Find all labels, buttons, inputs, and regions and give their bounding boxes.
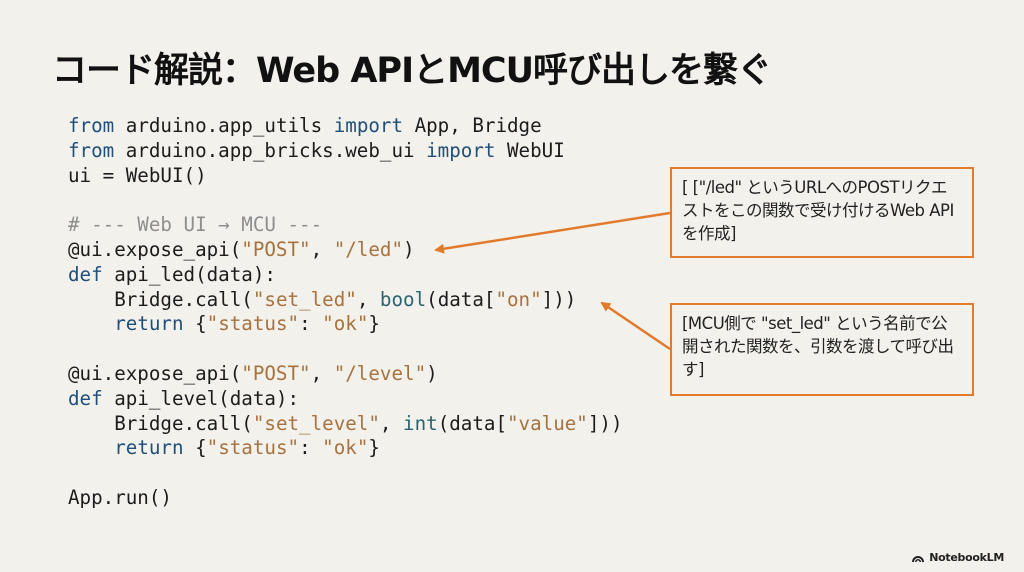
- code-keyword: def: [68, 262, 103, 286]
- code-string: "/level": [333, 361, 427, 385]
- code-text: ,: [310, 237, 334, 261]
- code-string: "POST": [241, 237, 311, 261]
- code-string: "set_level": [252, 411, 380, 435]
- code-text: ,: [379, 411, 404, 435]
- code-text: (data[: [437, 411, 507, 435]
- code-text: {: [183, 436, 207, 460]
- brand-label: NotebookLM: [929, 551, 1004, 564]
- code-line: Bridge.call("set_led", bool(data["on"])): [68, 288, 623, 313]
- code-text: arduino.app_utils: [114, 114, 334, 137]
- code-text: Bridge.call(: [68, 411, 253, 435]
- code-text: WebUI: [495, 138, 565, 162]
- code-string: "value": [507, 411, 588, 435]
- code-string: "set_led": [252, 287, 357, 311]
- code-text: api_level(data):: [102, 386, 300, 410]
- code-line: [68, 337, 623, 362]
- code-keyword: def: [68, 386, 103, 410]
- code-line: App.run(): [68, 486, 623, 511]
- code-string: "POST": [241, 361, 311, 385]
- code-text: ui = WebUI(): [68, 163, 207, 187]
- code-builtin: int: [403, 411, 438, 435]
- notebooklm-logo-icon: [912, 556, 925, 562]
- code-text: }: [368, 436, 380, 460]
- code-string: "on": [495, 287, 542, 311]
- code-line: # --- Web UI → MCU ---: [68, 213, 623, 238]
- brand-watermark: NotebookLM: [911, 551, 1004, 564]
- code-text: Bridge.call(: [68, 287, 253, 311]
- callout-expose-api: [ ["/led" というURLへのPOSTリクエストをこの関数で受け付けるWe…: [670, 167, 974, 258]
- code-line: return {"status": "ok"}: [68, 436, 623, 461]
- code-text: arduino.app_bricks.web_ui: [114, 138, 427, 162]
- code-text: [68, 312, 114, 335]
- code-text: ,: [310, 361, 334, 385]
- code-line: Bridge.call("set_level", int(data["value…: [68, 411, 623, 437]
- code-keyword: return: [114, 436, 184, 460]
- code-text: @ui.expose_api(: [68, 361, 242, 385]
- code-line: [68, 461, 623, 486]
- code-keyword: from: [68, 138, 115, 162]
- code-keyword: import: [426, 138, 496, 162]
- code-string: "/led": [333, 237, 404, 261]
- code-line: [68, 188, 623, 213]
- code-keyword: import: [333, 114, 404, 137]
- code-block: from arduino.app_utils import App, Bridg…: [68, 114, 623, 511]
- code-comment: # --- Web UI → MCU ---: [68, 213, 323, 237]
- code-line: def api_level(data):: [68, 387, 623, 412]
- code-builtin: bool: [379, 287, 427, 311]
- code-keyword: return: [114, 312, 184, 336]
- code-line: from arduino.app_utils import App, Bridg…: [68, 114, 623, 139]
- code-text: App, Bridge: [403, 114, 542, 137]
- code-text: ])): [587, 411, 623, 435]
- code-text: ): [426, 361, 438, 385]
- code-text: [68, 436, 114, 459]
- code-line: return {"status": "ok"}: [68, 312, 623, 337]
- code-text: ])): [541, 287, 577, 311]
- code-text: :: [299, 436, 323, 460]
- code-string: "status": [206, 436, 300, 460]
- slide-title: コード解説：Web APIとMCU呼び出しを繋ぐ: [52, 51, 772, 91]
- callout-bridge-call: [MCU側で "set_led" という名前で公開された関数を、引数を渡して呼び…: [670, 303, 974, 396]
- code-line: ui = WebUI(): [68, 164, 623, 189]
- code-string: "ok": [322, 436, 369, 460]
- code-string: "ok": [322, 312, 369, 336]
- code-text: (data[: [426, 287, 496, 311]
- code-text: }: [368, 312, 380, 336]
- code-line: from arduino.app_bricks.web_ui import We…: [68, 139, 623, 164]
- code-text: App.run(): [68, 485, 172, 509]
- code-text: {: [183, 312, 207, 336]
- code-string: "status": [206, 312, 300, 336]
- code-text: :: [299, 312, 323, 336]
- code-line: @ui.expose_api("POST", "/led"): [68, 238, 623, 263]
- code-text: ,: [356, 287, 380, 311]
- code-text: api_led(data):: [102, 262, 276, 286]
- code-line: @ui.expose_api("POST", "/level"): [68, 362, 623, 387]
- code-text: @ui.expose_api(: [68, 237, 242, 261]
- code-keyword: from: [68, 114, 115, 137]
- code-line: def api_led(data):: [68, 263, 623, 288]
- code-text: ): [403, 237, 415, 261]
